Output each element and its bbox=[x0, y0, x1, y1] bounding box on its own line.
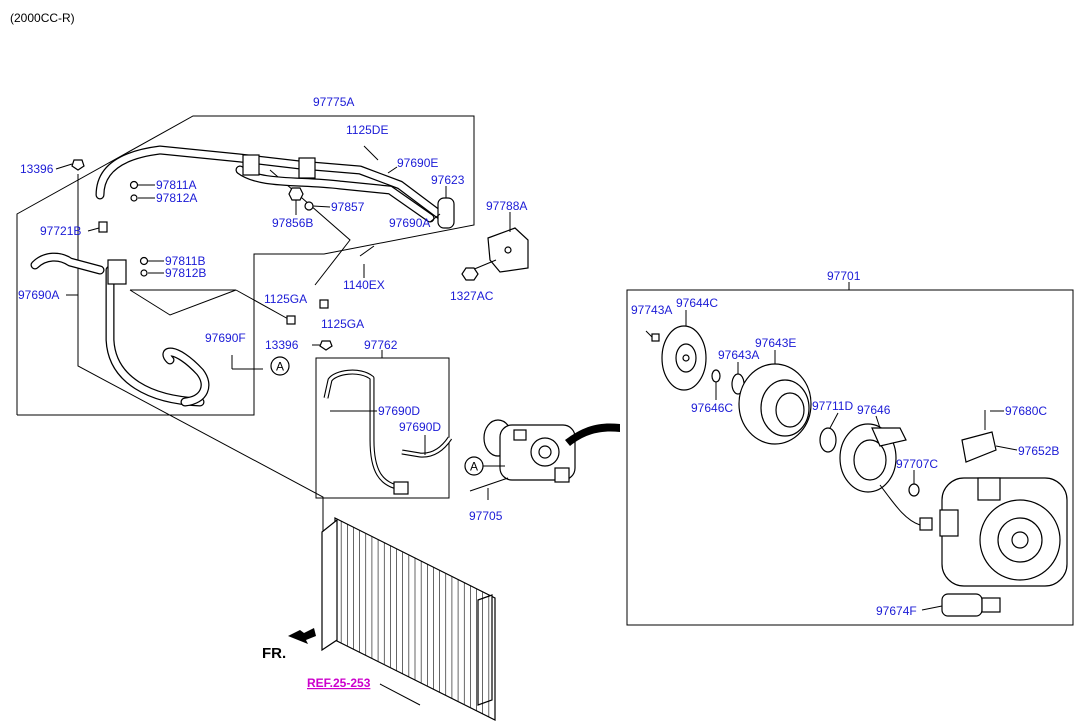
label-97711D[interactable]: 97711D bbox=[812, 399, 853, 413]
callout-circle-A-1 bbox=[270, 356, 290, 376]
bolt-1125GA-a bbox=[286, 315, 296, 325]
nut-97856B bbox=[288, 187, 304, 201]
label-97652B[interactable]: 97652B bbox=[1018, 444, 1059, 458]
label-97690E[interactable]: 97690E bbox=[397, 156, 438, 170]
label-1125DE[interactable]: 1125DE bbox=[346, 123, 388, 137]
label-97623[interactable]: 97623 bbox=[431, 173, 465, 187]
label-97680C[interactable]: 97680C bbox=[1005, 404, 1047, 418]
oring-97812A bbox=[130, 194, 138, 202]
front-arrow bbox=[288, 628, 316, 644]
label-97743A[interactable]: 97743A bbox=[631, 303, 672, 317]
label-97643A[interactable]: 97643A bbox=[718, 348, 759, 362]
variant-header: (2000CC-R) bbox=[10, 11, 75, 25]
label-1125GA-b[interactable]: 1125GA bbox=[321, 317, 364, 331]
label-97690D-b[interactable]: 97690D bbox=[399, 420, 441, 434]
suction-hose-assembly bbox=[30, 145, 445, 407]
leader-13396-top bbox=[55, 163, 73, 170]
label-97690A-left[interactable]: 97690A bbox=[18, 288, 59, 302]
oring-97857 bbox=[304, 201, 314, 211]
label-13396-mid[interactable]: 13396 bbox=[265, 338, 299, 352]
nut-1327AC bbox=[461, 267, 479, 281]
label-97812B[interactable]: 97812B bbox=[165, 266, 206, 280]
bolt-97705 bbox=[469, 477, 509, 492]
leader-97690A-top bbox=[429, 213, 441, 223]
discharge-hose-97762 bbox=[323, 369, 453, 495]
leader-1125GA-line bbox=[235, 289, 291, 321]
label-97811A[interactable]: 97811A bbox=[156, 178, 196, 192]
label-13396-top[interactable]: 13396 bbox=[20, 162, 54, 176]
nut-13396-mid bbox=[319, 340, 333, 351]
callout-A-1-text: A bbox=[276, 360, 284, 374]
field-coil-97646 bbox=[839, 423, 933, 531]
detail-frame-97701 bbox=[626, 289, 1074, 626]
label-97690A-top[interactable]: 97690A bbox=[389, 216, 430, 230]
nut-13396-top bbox=[71, 159, 85, 171]
leader-97652B bbox=[995, 445, 1018, 451]
snap-ring-97711D bbox=[819, 427, 837, 453]
label-97690D-a[interactable]: 97690D bbox=[378, 404, 420, 418]
leader-97857 bbox=[312, 205, 331, 208]
leader-bracket-line-2 bbox=[129, 289, 237, 316]
valve-97674F bbox=[941, 593, 1001, 617]
label-97775A[interactable]: 97775A bbox=[313, 95, 354, 109]
label-1140EX[interactable]: 1140EX bbox=[343, 278, 385, 292]
label-97762[interactable]: 97762 bbox=[364, 338, 398, 352]
condenser-fins bbox=[340, 521, 490, 717]
label-97812A[interactable]: 97812A bbox=[156, 191, 197, 205]
seal-97707C bbox=[908, 483, 920, 497]
label-97857[interactable]: 97857 bbox=[331, 200, 365, 214]
leader-ref-25-253 bbox=[379, 683, 421, 706]
compressor-97701-small bbox=[483, 419, 576, 483]
label-97721B[interactable]: 97721B bbox=[40, 224, 81, 238]
label-97643E[interactable]: 97643E bbox=[755, 336, 796, 350]
label-1125GA-a[interactable]: 1125GA bbox=[264, 292, 307, 306]
clutch-hub-97644C bbox=[661, 325, 707, 391]
hose-clamp-2 bbox=[298, 157, 316, 179]
accumulator-97623 bbox=[437, 197, 455, 229]
front-label: FR. bbox=[262, 645, 286, 662]
leader-97711D bbox=[829, 412, 839, 429]
bolt-1125GA-b bbox=[319, 299, 329, 309]
leader-97721B bbox=[87, 227, 100, 232]
label-97646[interactable]: 97646 bbox=[857, 403, 891, 417]
detail-pointer-arrow bbox=[565, 423, 620, 446]
reference-link-25-253[interactable]: REF.25-253 bbox=[307, 676, 371, 690]
part-labels: 97775A 1125DE 13396 97811A 97812A 97690E… bbox=[18, 95, 1059, 618]
bracket-97652B bbox=[961, 431, 997, 463]
label-97646C[interactable]: 97646C bbox=[691, 401, 733, 415]
group-frame-97775A bbox=[16, 115, 475, 416]
label-97674F[interactable]: 97674F bbox=[876, 604, 917, 618]
leader-97690E bbox=[387, 166, 398, 174]
label-97644C[interactable]: 97644C bbox=[676, 296, 718, 310]
bracket-97788A bbox=[487, 227, 529, 273]
label-97811B[interactable]: 97811B bbox=[165, 254, 205, 268]
valve-97721B bbox=[98, 221, 108, 233]
label-97690F[interactable]: 97690F bbox=[205, 331, 246, 345]
label-97705[interactable]: 97705 bbox=[469, 509, 503, 523]
hose-clamp bbox=[242, 154, 260, 176]
leader-97674F bbox=[921, 605, 943, 611]
leader-1327AC bbox=[471, 259, 497, 271]
compressor-97701-large bbox=[939, 477, 1068, 587]
label-97788A[interactable]: 97788A bbox=[486, 199, 527, 213]
leader-condenser-line bbox=[77, 174, 324, 535]
oring-97811A bbox=[129, 180, 139, 190]
label-1327AC[interactable]: 1327AC bbox=[450, 289, 494, 303]
label-97856B[interactable]: 97856B bbox=[272, 216, 313, 230]
shim-97646C bbox=[711, 369, 721, 383]
callout-A-2-text: A bbox=[470, 460, 478, 474]
bolt-1125DE bbox=[363, 145, 379, 161]
oring-97812B bbox=[140, 269, 148, 277]
label-97707C[interactable]: 97707C bbox=[896, 457, 938, 471]
label-97701[interactable]: 97701 bbox=[827, 269, 861, 283]
block-fitting bbox=[107, 259, 127, 285]
leader-97646 bbox=[875, 415, 881, 429]
bolt-head-97743A bbox=[651, 333, 660, 342]
pulley-97643E bbox=[738, 363, 812, 445]
bolt-1140EX bbox=[359, 245, 375, 257]
oring-97811B bbox=[139, 256, 149, 266]
